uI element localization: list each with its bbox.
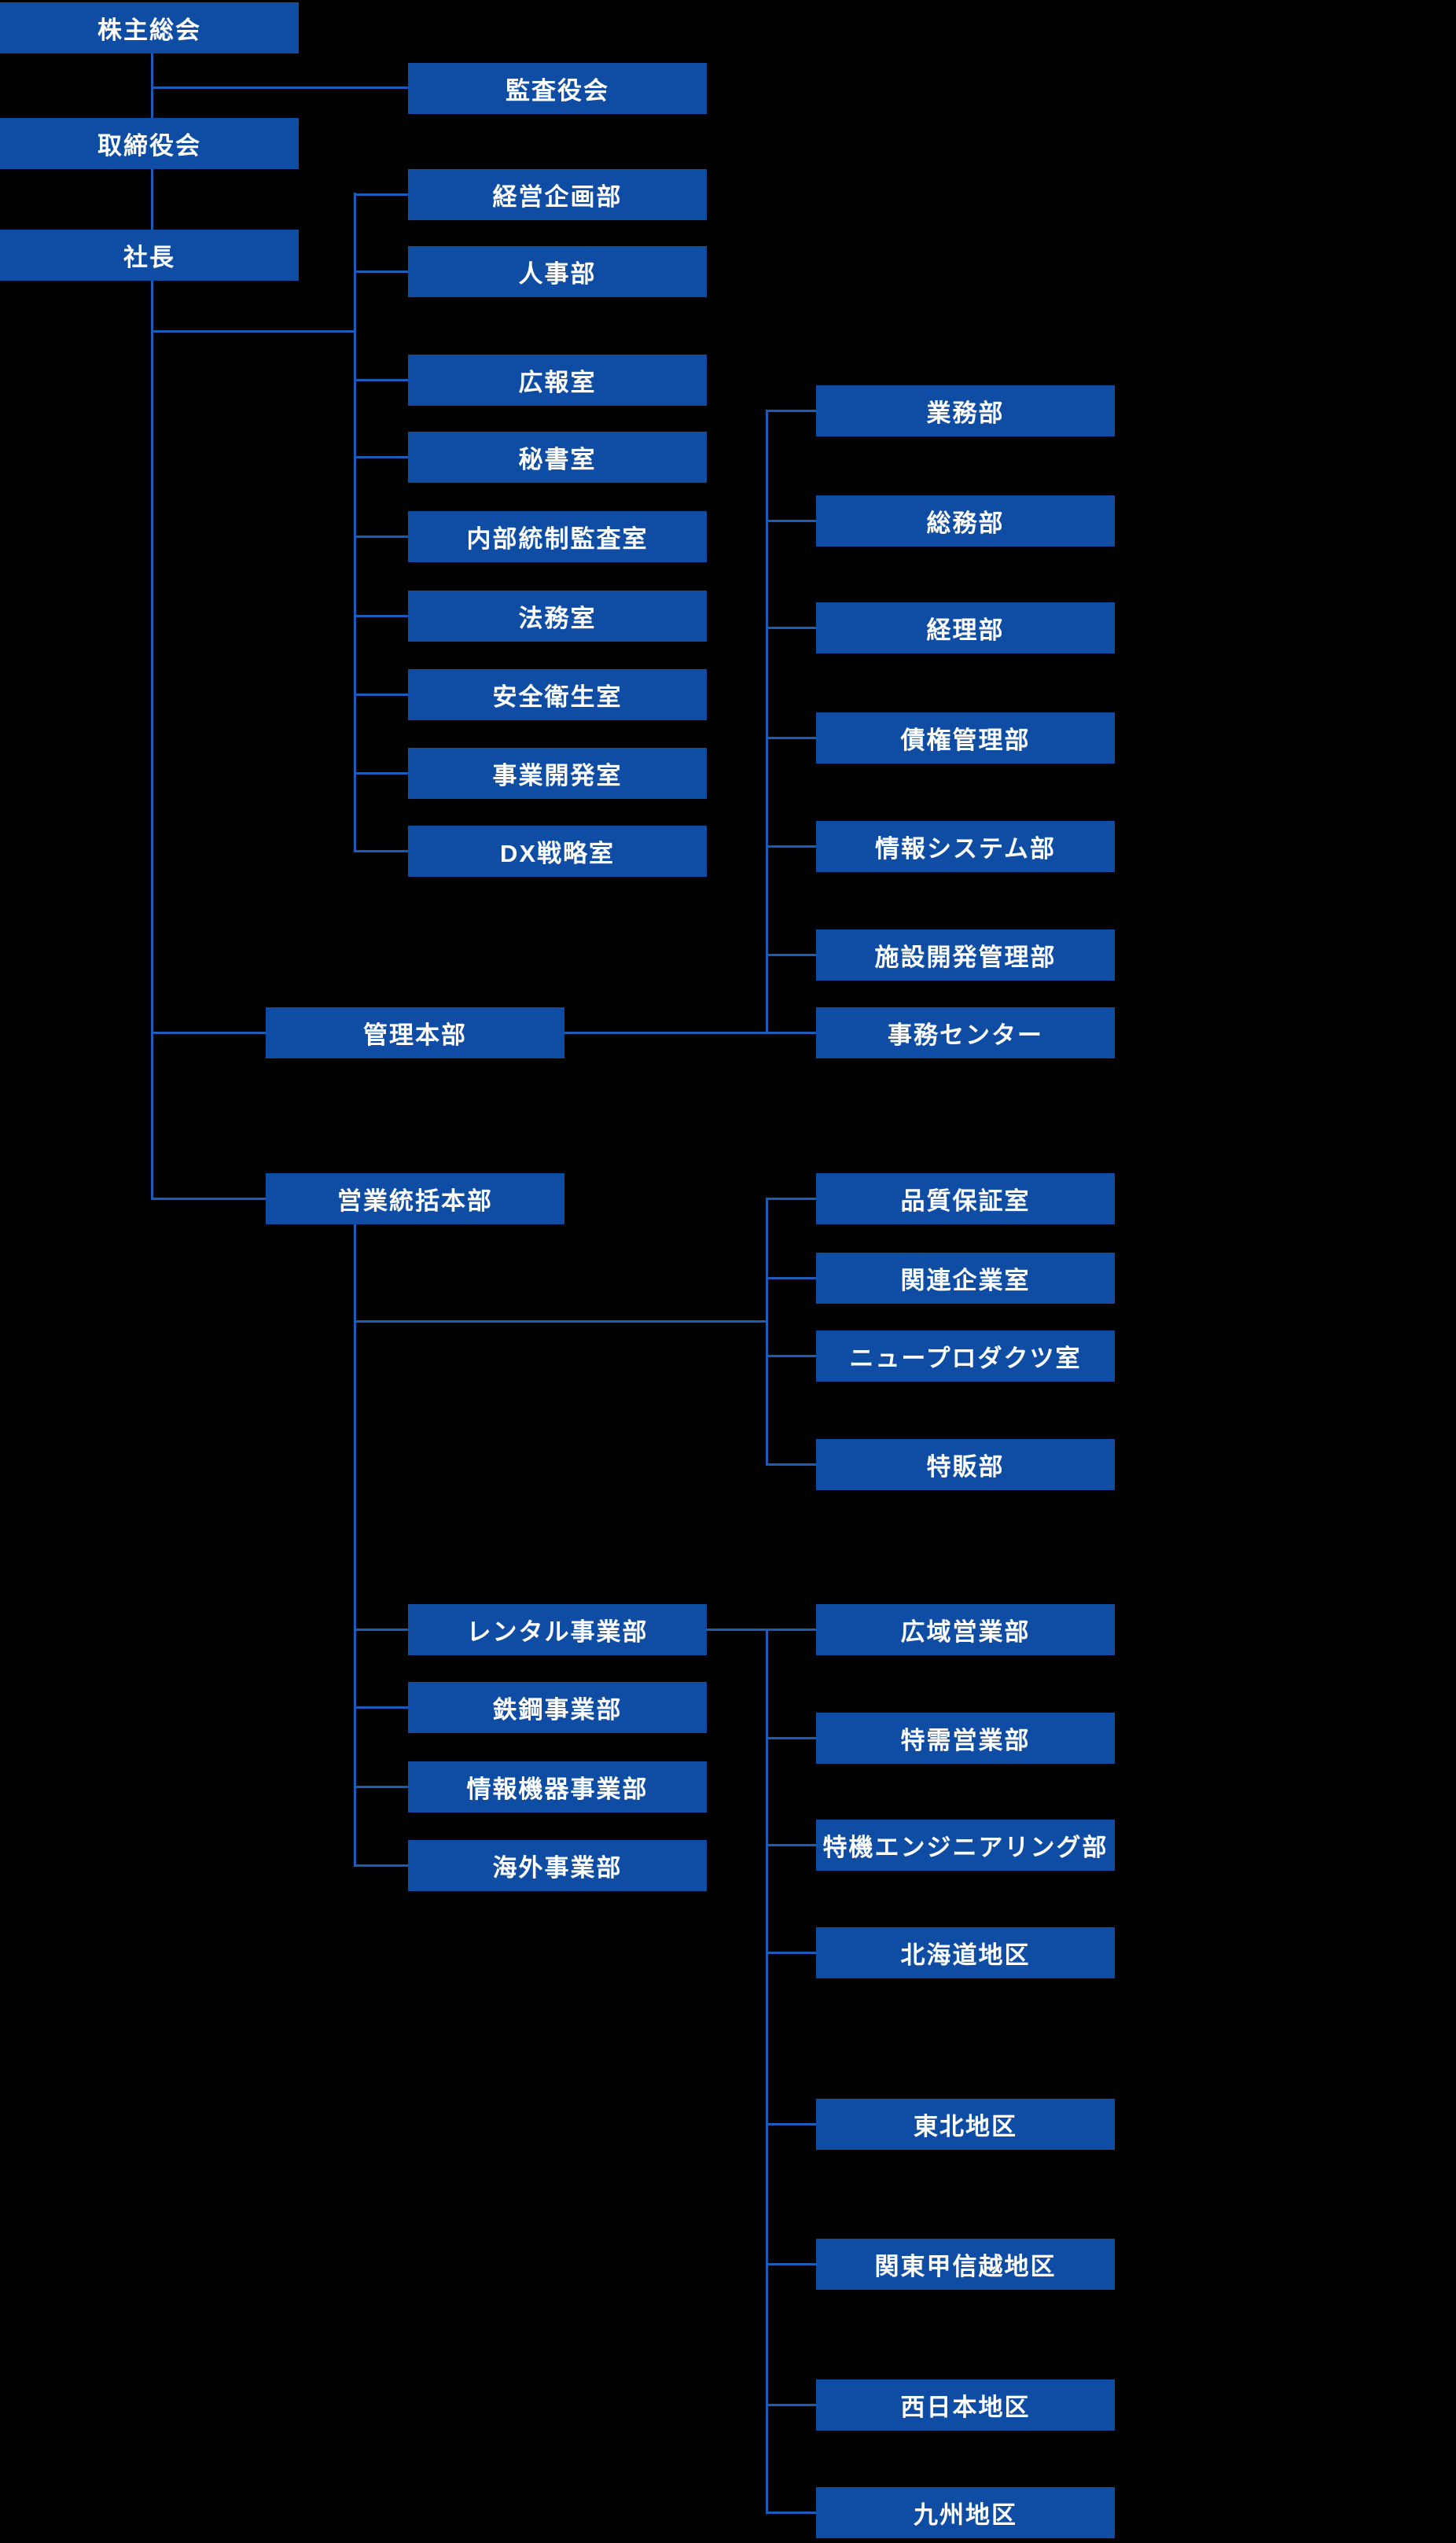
org-node-wide-area-sales-dept: 広域営業部 — [816, 1604, 1115, 1655]
org-node-safety-health-office: 安全衛生室 — [408, 669, 707, 720]
org-node-info-equipment-division: 情報機器事業部 — [408, 1761, 707, 1812]
connector-line — [354, 1706, 408, 1709]
connector-line — [564, 1032, 816, 1034]
org-node-internal-control-audit-office: 内部統制監査室 — [408, 511, 707, 562]
connector-line — [707, 1628, 816, 1631]
org-node-quality-assurance-office: 品質保証室 — [816, 1173, 1115, 1224]
org-node-hokkaido-district: 北海道地区 — [816, 1927, 1115, 1978]
connector-line — [766, 1198, 816, 1200]
connector-line — [151, 86, 408, 89]
connector-line — [766, 1737, 816, 1739]
connector-line — [354, 1628, 408, 1631]
connector-line — [354, 772, 408, 775]
org-node-dx-strategy-office: DX戦略室 — [408, 826, 707, 877]
org-node-audit-board: 監査役会 — [408, 63, 707, 114]
connector-line — [354, 193, 356, 852]
org-node-secretary-office: 秘書室 — [408, 432, 707, 483]
org-node-kanto-koshinetsu-district: 関東甲信越地区 — [816, 2239, 1115, 2290]
connector-line — [766, 1277, 816, 1279]
connector-line — [354, 270, 408, 273]
connector-line — [354, 1786, 408, 1788]
connector-line — [354, 379, 408, 381]
connector-line — [151, 330, 355, 333]
connector-line — [354, 1864, 408, 1867]
connector-line — [354, 1224, 356, 1867]
org-node-new-products-office: ニュープロダクツ室 — [816, 1330, 1115, 1382]
org-node-pr-office: 広報室 — [408, 355, 707, 406]
connector-line — [766, 627, 816, 629]
connector-line — [766, 410, 768, 1034]
connector-line — [766, 1628, 768, 2514]
connector-line — [354, 615, 408, 617]
connector-line — [766, 2123, 816, 2125]
connector-line — [766, 1463, 816, 1466]
connector-line — [151, 53, 153, 1200]
connector-line — [766, 1198, 768, 1466]
connector-line — [354, 694, 408, 696]
org-node-hr-dept: 人事部 — [408, 246, 707, 297]
org-node-rental-division: レンタル事業部 — [408, 1604, 707, 1655]
org-node-tohoku-district: 東北地区 — [816, 2099, 1115, 2150]
org-node-affiliated-companies-office: 関連企業室 — [816, 1253, 1115, 1304]
org-node-operations-dept: 業務部 — [816, 385, 1115, 436]
org-node-legal-office: 法務室 — [408, 591, 707, 642]
org-node-west-japan-district: 西日本地区 — [816, 2379, 1115, 2431]
connector-line — [354, 535, 408, 538]
org-node-administration-hq: 管理本部 — [266, 1007, 564, 1058]
connector-line — [766, 2512, 816, 2514]
connector-line — [766, 954, 816, 956]
connector-line — [766, 410, 816, 412]
org-node-shareholders-meeting: 株主総会 — [0, 2, 299, 53]
org-node-general-affairs-dept: 総務部 — [816, 495, 1115, 547]
org-node-sales-hq: 営業統括本部 — [266, 1173, 564, 1224]
org-node-accounting-dept: 経理部 — [816, 602, 1115, 653]
connector-line — [151, 1198, 266, 1200]
org-node-office-center: 事務センター — [816, 1007, 1115, 1058]
org-node-special-sales-dept: 特販部 — [816, 1439, 1115, 1490]
connector-line — [766, 1355, 816, 1357]
org-node-steel-division: 鉄鋼事業部 — [408, 1682, 707, 1733]
connector-line — [766, 520, 816, 522]
connector-line — [766, 1952, 816, 1954]
connector-line — [766, 2404, 816, 2406]
connector-line — [151, 1032, 266, 1034]
connector-line — [766, 845, 816, 848]
connector-line — [354, 1320, 767, 1323]
connector-line — [354, 456, 408, 458]
connector-line — [354, 193, 408, 196]
connector-line — [766, 737, 816, 739]
org-node-board-of-directors: 取締役会 — [0, 118, 299, 169]
org-node-kyushu-district: 九州地区 — [816, 2487, 1115, 2538]
connector-line — [354, 850, 408, 852]
org-node-president: 社長 — [0, 230, 299, 281]
org-node-special-demand-sales-dept: 特需営業部 — [816, 1713, 1115, 1764]
org-node-credit-management-dept: 債権管理部 — [816, 712, 1115, 764]
org-node-overseas-division: 海外事業部 — [408, 1840, 707, 1891]
org-node-facility-development-dept: 施設開発管理部 — [816, 929, 1115, 981]
connector-line — [766, 1844, 816, 1846]
org-node-corporate-planning-dept: 経営企画部 — [408, 169, 707, 220]
org-node-information-systems-dept: 情報システム部 — [816, 821, 1115, 872]
connector-line — [766, 2263, 816, 2265]
org-node-business-development-office: 事業開発室 — [408, 748, 707, 799]
org-node-special-equipment-engineering-dept: 特機エンジニアリング部 — [816, 1820, 1115, 1871]
